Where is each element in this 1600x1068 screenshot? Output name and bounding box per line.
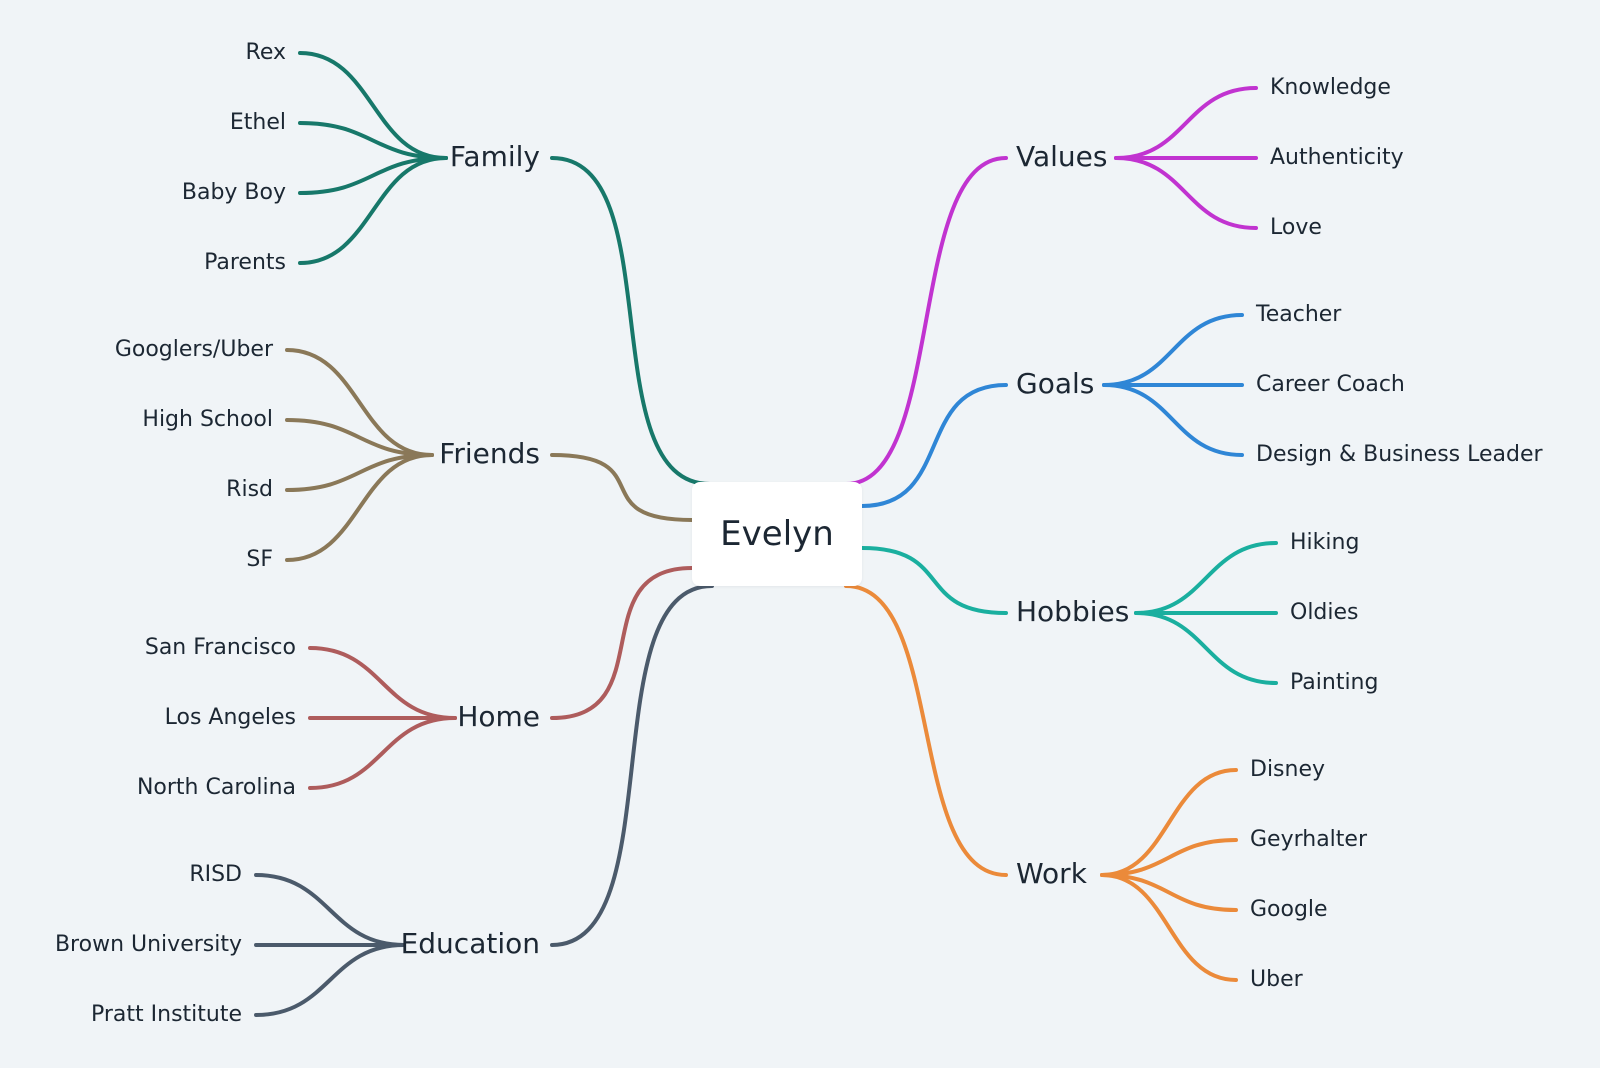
friends-leaf-item[interactable]: High School [142, 407, 273, 432]
family-leaf-item[interactable]: Baby Boy [182, 180, 286, 205]
family-leaf-connector [298, 51, 448, 160]
branch-family[interactable]: Family [450, 140, 540, 173]
education-branch-connector [550, 584, 714, 947]
family-leaf-connector [298, 156, 448, 195]
education-leaf-connector [254, 873, 406, 947]
work-leaf-connector [1100, 838, 1238, 877]
goals-leaf-item[interactable]: Career Coach [1256, 372, 1405, 397]
branch-education[interactable]: Education [401, 927, 540, 960]
work-branch-connector [844, 584, 1008, 877]
hobbies-leaf-item[interactable]: Painting [1290, 670, 1378, 695]
family-branch-connector [550, 156, 712, 486]
goals-leaf-item[interactable]: Design & Business Leader [1256, 442, 1543, 467]
work-leaf-item[interactable]: Uber [1250, 967, 1304, 992]
branch-goals[interactable]: Goals [1016, 367, 1094, 400]
values-leaf-connector [1114, 86, 1258, 160]
hobbies-branch-connector [860, 546, 1008, 615]
branch-hobbies[interactable]: Hobbies [1016, 595, 1129, 628]
friends-leaf-item[interactable]: SF [246, 547, 273, 572]
work-leaf-connector [1100, 873, 1238, 912]
education-leaf-item[interactable]: Brown University [55, 932, 242, 957]
friends-leaf-item[interactable]: Googlers/Uber [115, 337, 274, 362]
friends-leaf-connector [285, 348, 434, 457]
home-leaf-connector [308, 646, 457, 720]
goals-branch-connector [860, 383, 1008, 508]
work-leaf-item[interactable]: Disney [1250, 757, 1325, 782]
values-leaf-item[interactable]: Love [1270, 215, 1322, 240]
center-node-label: Evelyn [720, 514, 834, 554]
home-leaf-item[interactable]: Los Angeles [165, 705, 296, 730]
hobbies-leaf-item[interactable]: Hiking [1290, 530, 1359, 555]
friends-leaf-connector [285, 418, 434, 457]
family-leaf-item[interactable]: Parents [204, 250, 286, 275]
goals-leaf-item[interactable]: Teacher [1255, 302, 1342, 327]
friends-leaf-connector [285, 453, 434, 492]
branch-values[interactable]: Values [1016, 140, 1107, 173]
friends-branch-connector [550, 453, 694, 522]
work-leaf-item[interactable]: Google [1250, 897, 1328, 922]
work-leaf-item[interactable]: Geyrhalter [1250, 827, 1368, 852]
hobbies-leaf-item[interactable]: Oldies [1290, 600, 1359, 625]
values-leaf-item[interactable]: Knowledge [1270, 75, 1391, 100]
friends-leaf-item[interactable]: Risd [226, 477, 273, 502]
education-leaf-connector [254, 943, 406, 1017]
hobbies-leaf-connector [1134, 541, 1278, 615]
family-leaf-connector [298, 121, 448, 160]
connectors [254, 51, 1278, 1017]
home-leaf-item[interactable]: San Francisco [145, 635, 296, 660]
family-leaf-item[interactable]: Rex [246, 40, 286, 65]
goals-leaf-connector [1102, 383, 1244, 457]
education-leaf-item[interactable]: Pratt Institute [91, 1002, 242, 1027]
values-leaf-connector [1114, 156, 1258, 230]
center-node[interactable]: Evelyn [692, 482, 862, 586]
values-leaf-item[interactable]: Authenticity [1270, 145, 1404, 170]
branch-home[interactable]: Home [457, 700, 540, 733]
values-branch-connector [844, 156, 1008, 486]
friends-leaf-connector [285, 453, 434, 562]
branch-friends[interactable]: Friends [439, 437, 540, 470]
work-leaf-connector [1100, 873, 1238, 982]
home-branch-connector [550, 566, 694, 720]
education-leaf-item[interactable]: RISD [189, 862, 242, 887]
work-leaf-connector [1100, 768, 1238, 877]
hobbies-leaf-connector [1134, 611, 1278, 685]
family-leaf-item[interactable]: Ethel [230, 110, 286, 135]
home-leaf-item[interactable]: North Carolina [137, 775, 296, 800]
family-leaf-connector [298, 156, 448, 265]
branch-work[interactable]: Work [1016, 857, 1088, 890]
goals-leaf-connector [1102, 313, 1244, 387]
home-leaf-connector [308, 716, 457, 790]
